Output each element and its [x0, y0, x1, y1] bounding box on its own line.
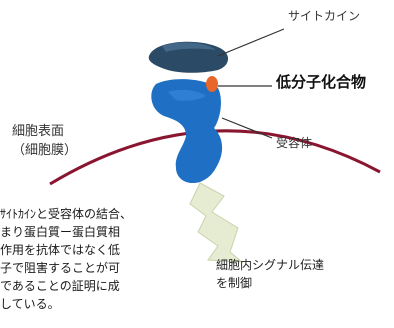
compound-label: 低分子化合物	[276, 73, 366, 91]
signal-line: 細胞内シグナル伝達	[216, 256, 324, 274]
description-line: ｻｲﾄｶｲﾝと受容体の結合、	[0, 205, 132, 223]
description-line: している。	[0, 295, 132, 313]
receptor-leader-line	[222, 118, 272, 138]
description-text: ｻｲﾄｶｲﾝと受容体の結合、 まり蛋白質ー蛋白質相 作用を抗体ではなく低 子で阻…	[0, 205, 132, 313]
compound-shape	[206, 76, 218, 92]
description-line: であることの証明に成	[0, 277, 132, 295]
cell-membrane-line: （細胞膜）	[12, 141, 77, 160]
description-line: 作用を抗体ではなく低	[0, 241, 132, 259]
cell-surface-line: 細胞表面	[12, 122, 77, 141]
receptor-label: 受容体	[276, 136, 312, 150]
cell-surface-label: 細胞表面 （細胞膜）	[12, 122, 77, 160]
cytokine-leader-line	[218, 29, 284, 56]
signal-line: を制御	[216, 274, 324, 292]
cytokine-label: サイトカイン	[288, 9, 360, 23]
description-line: まり蛋白質ー蛋白質相	[0, 223, 132, 241]
description-line: 子で阻害することが可	[0, 259, 132, 277]
signal-label: 細胞内シグナル伝達 を制御	[216, 256, 324, 292]
signal-lightning-arrow	[190, 183, 242, 262]
